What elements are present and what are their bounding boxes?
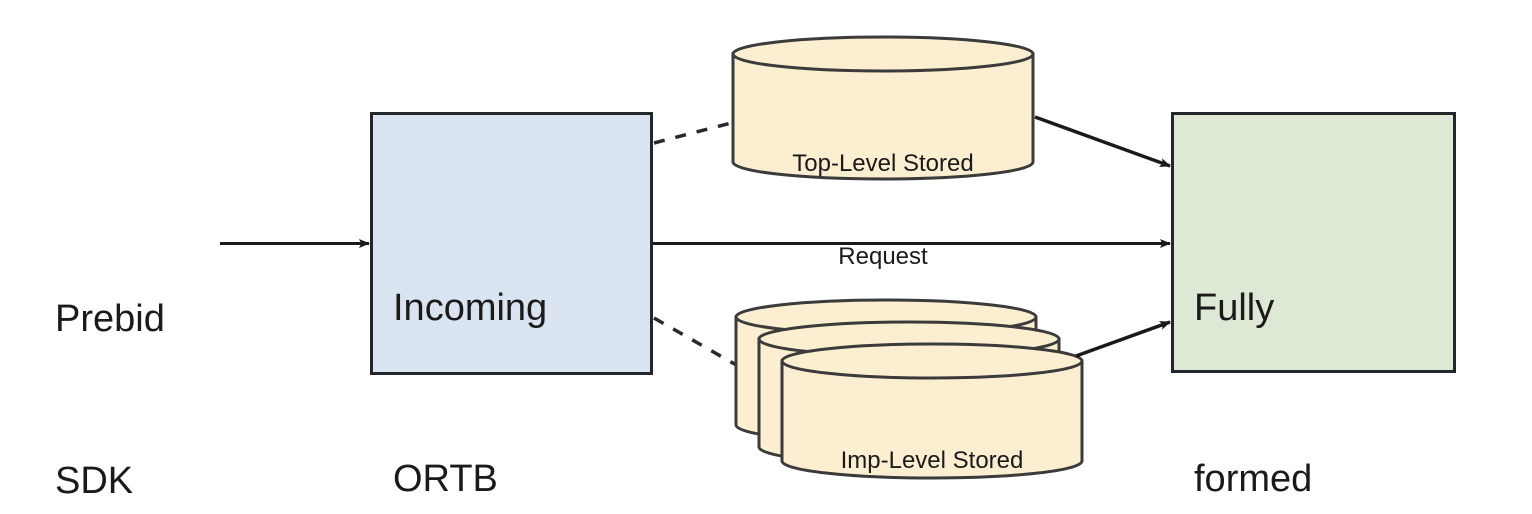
node-incoming-ortb-skeleton[interactable] [370, 112, 653, 375]
edge-top-store-to-ortb [1034, 115, 1171, 168]
node-fully-formed-ortb[interactable] [1171, 112, 1456, 373]
edge-imp-store-to-ortb [1075, 320, 1171, 358]
node-top-level-stored-request[interactable] [731, 35, 1035, 181]
edge-skeleton-to-top-store [653, 120, 736, 145]
edge-skeleton-to-imp-store [653, 316, 739, 368]
node-imp-level-stored-requests[interactable] [734, 298, 1084, 480]
